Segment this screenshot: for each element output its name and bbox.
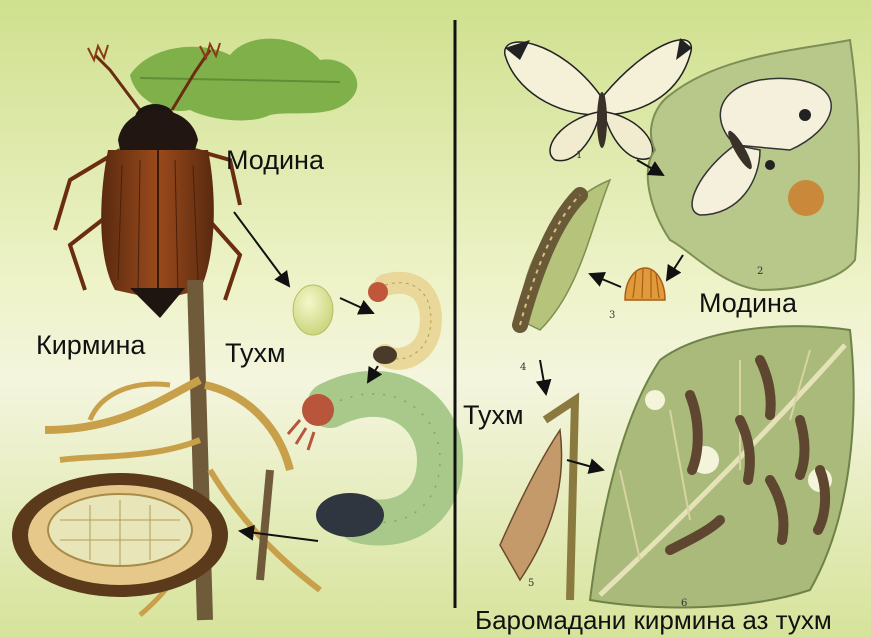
label-right-egg: Тухм [463, 402, 524, 429]
stage-number-1: 1 [576, 150, 582, 161]
egg-cluster-detail [625, 268, 665, 300]
damaged-leaf-with-caterpillars [590, 326, 854, 607]
caption: Баромадани кирмина аз тухм [475, 607, 832, 633]
caterpillar-on-leaf [520, 180, 610, 330]
stage-number-5: 5 [528, 578, 534, 589]
stage-number-4: 4 [520, 362, 526, 373]
label-left-larva: Кирмина [36, 332, 145, 359]
pupa-chamber [12, 473, 228, 597]
label-right-adult: Модина [699, 290, 797, 317]
label-left-egg: Тухм [225, 340, 286, 367]
stage-number-2: 2 [757, 266, 763, 277]
pupa [500, 400, 575, 600]
grub-larva [288, 394, 440, 537]
stage-number-3: 3 [609, 310, 615, 321]
egg [293, 285, 333, 335]
young-larva [368, 282, 431, 364]
label-left-adult: Модина [226, 147, 324, 174]
